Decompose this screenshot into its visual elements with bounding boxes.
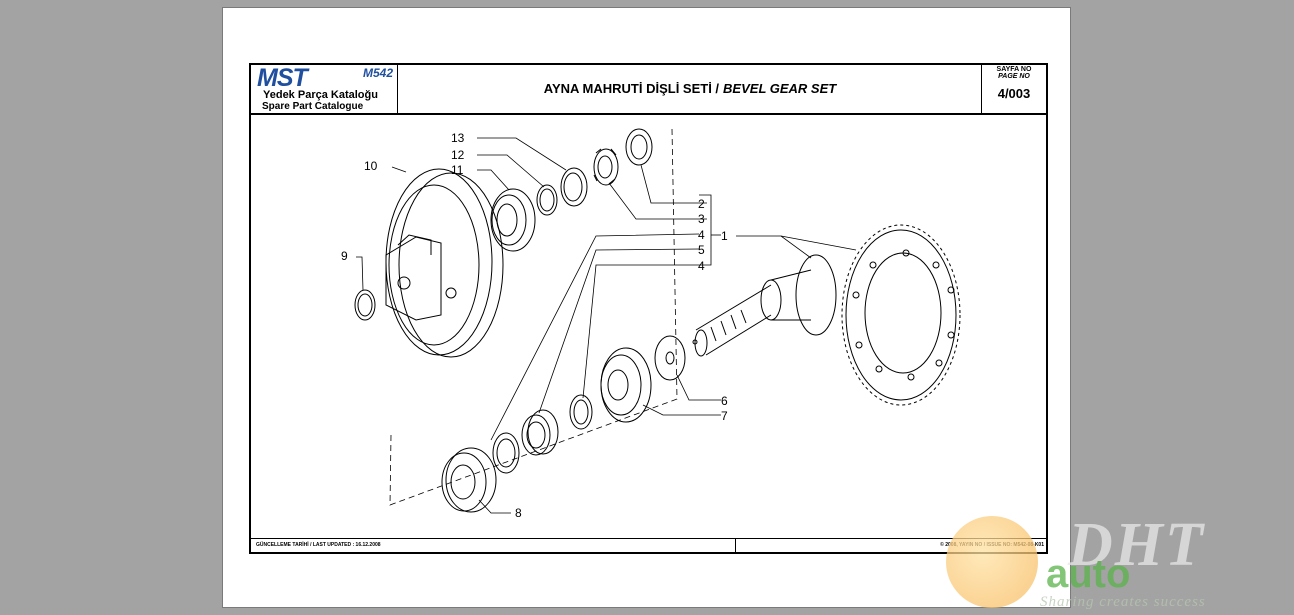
header-bottom-rule bbox=[251, 113, 1046, 115]
page-title: AYNA MAHRUTİ DİŞLİ SETİ / BEVEL GEAR SET bbox=[399, 64, 981, 113]
mst-logo: MST M542 Yedek Parça Kataloğu Spare Part… bbox=[252, 64, 398, 113]
callout-6: 6 bbox=[721, 394, 728, 408]
part-collapsible-spacer bbox=[521, 409, 559, 456]
callout-4a: 4 bbox=[698, 228, 705, 242]
page-label-en: PAGE NO bbox=[998, 73, 1030, 80]
callout-8: 8 bbox=[515, 506, 522, 520]
callout-13: 13 bbox=[451, 131, 465, 145]
part-nut bbox=[593, 148, 619, 186]
watermark-tagline: Sharing creates success bbox=[1040, 594, 1206, 610]
callout-1: 1 bbox=[721, 229, 728, 243]
part-bearing-7 bbox=[600, 347, 652, 423]
callout-4b: 4 bbox=[698, 259, 705, 273]
callout-2: 2 bbox=[698, 197, 705, 211]
dht-watermark: DHT auto Sharing creates success bbox=[940, 510, 1294, 615]
part-shim-12 bbox=[536, 184, 558, 216]
callout-11: 11 bbox=[451, 163, 464, 177]
part-bearing-8 bbox=[441, 447, 497, 513]
header-divider-left bbox=[397, 64, 398, 113]
part-circlip bbox=[354, 289, 376, 321]
callout-5: 5 bbox=[698, 243, 705, 257]
callout-3: 3 bbox=[698, 212, 705, 226]
footer-top-rule bbox=[251, 538, 1046, 539]
callout-10: 10 bbox=[364, 159, 378, 173]
callout-9: 9 bbox=[341, 249, 348, 263]
title-tr: AYNA MAHRUTİ DİŞLİ SETİ / bbox=[543, 81, 720, 96]
part-flange bbox=[385, 168, 504, 358]
footer-divider bbox=[735, 538, 736, 552]
part-spacer-13 bbox=[560, 167, 588, 207]
watermark-brand-auto: auto bbox=[1046, 552, 1131, 596]
part-pinion-shaft bbox=[692, 254, 837, 357]
header-divider-right bbox=[981, 64, 982, 113]
catalog-page bbox=[222, 7, 1071, 608]
part-bearing-11 bbox=[490, 188, 536, 252]
footer-last-updated: GÜNCELLEME TARİHİ / LAST UPDATED : 16.12… bbox=[256, 542, 381, 548]
callout-7: 7 bbox=[721, 409, 728, 423]
exploded-parts-drawing: 13 12 11 10 9 2 3 4 5 4 1 6 7 8 bbox=[341, 128, 961, 520]
logo-model: M542 bbox=[363, 66, 394, 80]
callout-12: 12 bbox=[451, 148, 465, 162]
page-number-box: SAYFA NO PAGE NO 4/003 bbox=[982, 64, 1046, 113]
watermark-brand: DHT bbox=[1068, 511, 1205, 579]
logo-brand: MST bbox=[257, 64, 308, 92]
page-number: 4/003 bbox=[997, 86, 1031, 101]
part-shim-6 bbox=[654, 335, 686, 381]
logo-subtitle-en: Spare Part Catalogue bbox=[262, 101, 364, 112]
assembly-axis-line bbox=[389, 128, 678, 506]
logo-subtitle-tr: Yedek Parça Kataloğu bbox=[263, 89, 378, 101]
part-ring-4 bbox=[492, 432, 520, 474]
part-ring-5 bbox=[569, 394, 593, 430]
drawing-frame bbox=[249, 63, 1048, 554]
part-lock-washer bbox=[625, 128, 653, 166]
part-ring-gear bbox=[841, 224, 961, 406]
page-label-tr: SAYFA NO bbox=[996, 66, 1032, 73]
leader-lines bbox=[356, 137, 857, 514]
title-en: BEVEL GEAR SET bbox=[723, 81, 837, 96]
watermark-sun-icon bbox=[946, 516, 1038, 608]
